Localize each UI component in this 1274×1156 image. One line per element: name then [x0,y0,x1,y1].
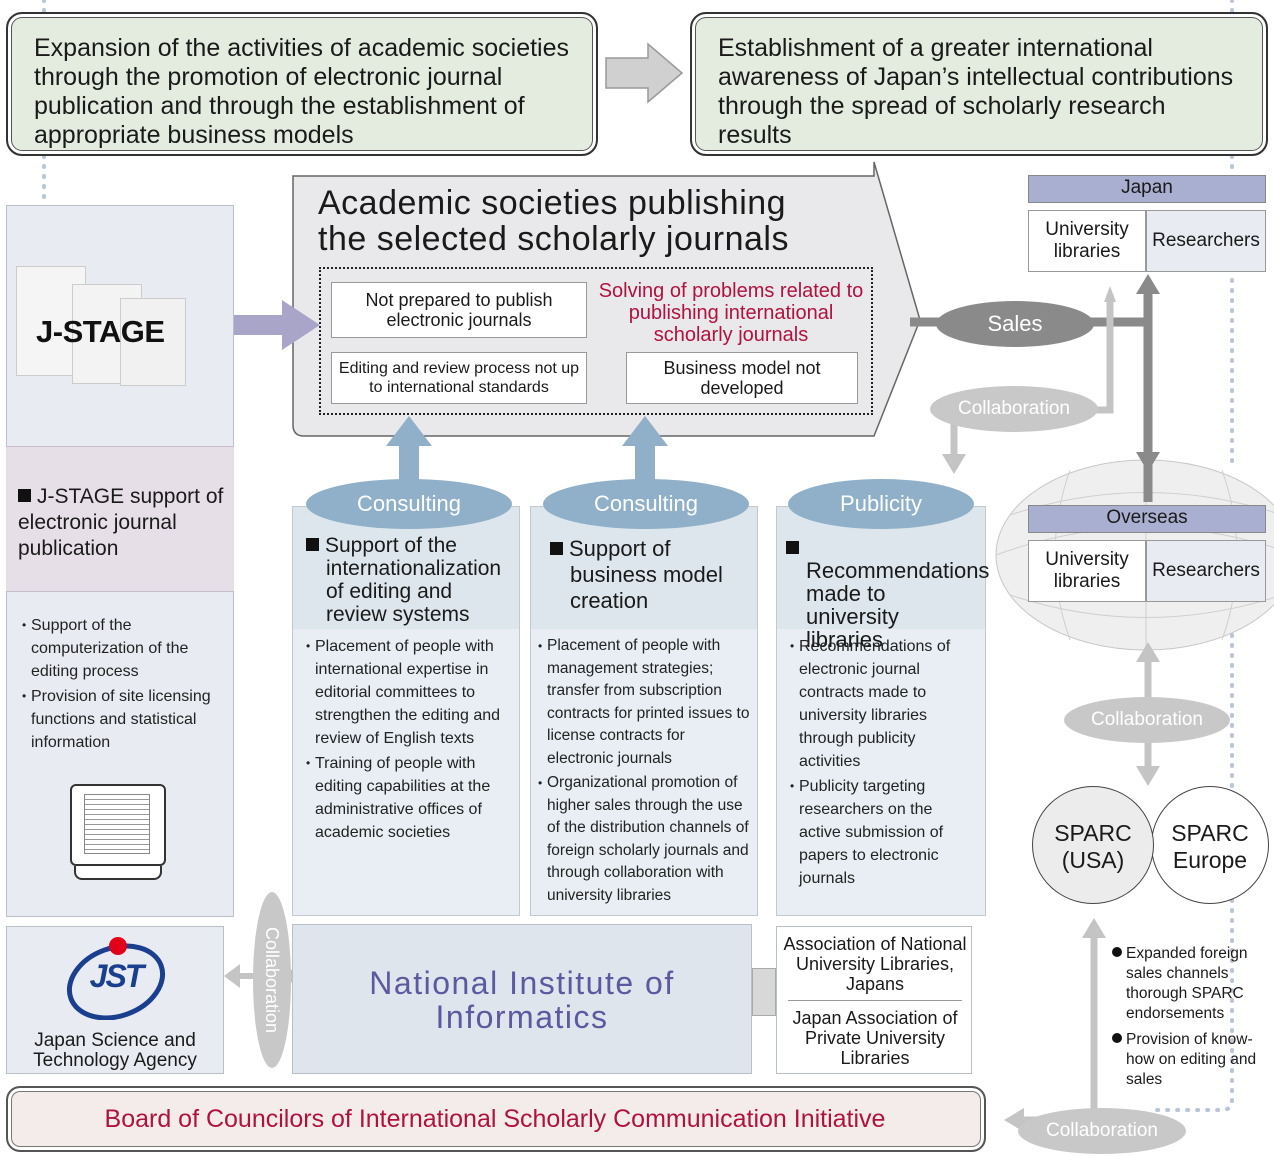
board-label: Board of Councilors of International Sch… [104,1105,886,1133]
japan-researchers: Researchers [1146,210,1266,272]
jstage-support-box [6,446,234,592]
column-title-2: Support of business model creation [550,536,746,614]
collaboration-badge-bottom: Collaboration [1018,1108,1186,1154]
sparc-usa-label: SPARC (USA) [1054,820,1132,873]
problem-highlight: Solving of problems related to publishin… [598,280,864,346]
association-private: Japan Association of Private University … [792,1008,958,1068]
goal-right-text: Establishment of a greater international… [718,34,1234,149]
consulting-badge-1: Consulting [306,479,512,529]
computer-icon [70,784,166,884]
list-item: Placement of people with international e… [306,635,514,750]
collaboration-badge-middle: Collaboration [1064,697,1230,743]
list-item: Expanded foreign sales channels thorough… [1112,944,1272,1024]
japan-university-libraries: University libraries [1028,210,1146,272]
consulting-badge-2: Consulting [543,479,749,529]
list-item: Publicity targeting researchers on the a… [790,775,976,890]
collaboration-vertical-label: Collaboration [262,926,282,1034]
goal-arrow [605,42,684,104]
problem-business: Business model not developed [626,352,858,404]
dotted-guides [42,0,1234,1112]
nii-label: National Institute of Informatics [369,965,675,1035]
overseas-researchers: Researchers [1146,540,1266,602]
japan-header: Japan [1028,175,1266,203]
overseas-header: Overseas [1028,505,1266,533]
jstage-logo: J-STAGE [36,314,165,349]
main-title-line2: the selected scholarly journals [318,220,789,258]
main-title-line1: Academic societies publishing [318,184,787,222]
server-image: J-STAGE [10,258,190,388]
goal-left-text: Expansion of the activities of academic … [34,34,569,149]
up-arrow-2 [622,416,668,480]
column-bullets-2: Placement of people with management stra… [538,635,752,909]
list-item: Placement of people with management stra… [538,635,752,770]
board-box [6,1086,986,1152]
jstage-arrow [234,300,320,350]
up-arrow-1 [386,416,432,480]
collaboration-badge-upper: Collaboration [930,386,1098,432]
list-item: Organizational promotion of higher sales… [538,772,752,907]
sparc-europe-label: SPARC Europe [1171,820,1249,873]
list-item: Recommendations of electronic journal co… [790,635,976,773]
sales-badge: Sales [936,301,1094,347]
column-bullets-3: Recommendations of electronic journal co… [790,635,976,892]
column-title-1: Support of the internationalization of e… [306,534,512,626]
goal-right-box: Establishment of a greater international… [690,12,1268,156]
jst-name: Japan Science and Technology Agency [33,1030,197,1071]
problems-box [319,267,873,415]
nii-connector [752,968,776,1016]
list-item: Training of people with editing capabili… [306,752,514,844]
association-national: Association of National University Libra… [783,934,967,994]
list-item: Provision of know-how on editing and sal… [1112,1030,1272,1090]
list-item: Provision of site licensing functions an… [22,685,222,754]
jst-logo-icon [66,937,166,1020]
jstage-bullets: Support of the computerization of the ed… [22,614,222,756]
nii-box [292,924,752,1074]
column-bullets-1: Placement of people with international e… [306,635,514,846]
sparc-usa-circle [1032,786,1154,904]
sparc-bullets: Expanded foreign sales channels thorough… [1112,944,1272,1090]
main-title: Academic societies publishing the select… [318,185,878,257]
collaboration-vertical-badge [253,892,291,1068]
problem-editing: Editing and review process not up to int… [331,352,587,404]
goal-left-box: Expansion of the activities of academic … [6,12,598,156]
jstage-support-title: J-STAGE support of electronic journal pu… [18,485,224,560]
list-item: Support of the computerization of the ed… [22,614,222,683]
jst-logo: JST [89,958,145,994]
overseas-university-libraries: University libraries [1028,540,1146,602]
problem-electronic: Not prepared to publish electronic journ… [331,282,587,338]
publicity-badge: Publicity [788,479,974,529]
